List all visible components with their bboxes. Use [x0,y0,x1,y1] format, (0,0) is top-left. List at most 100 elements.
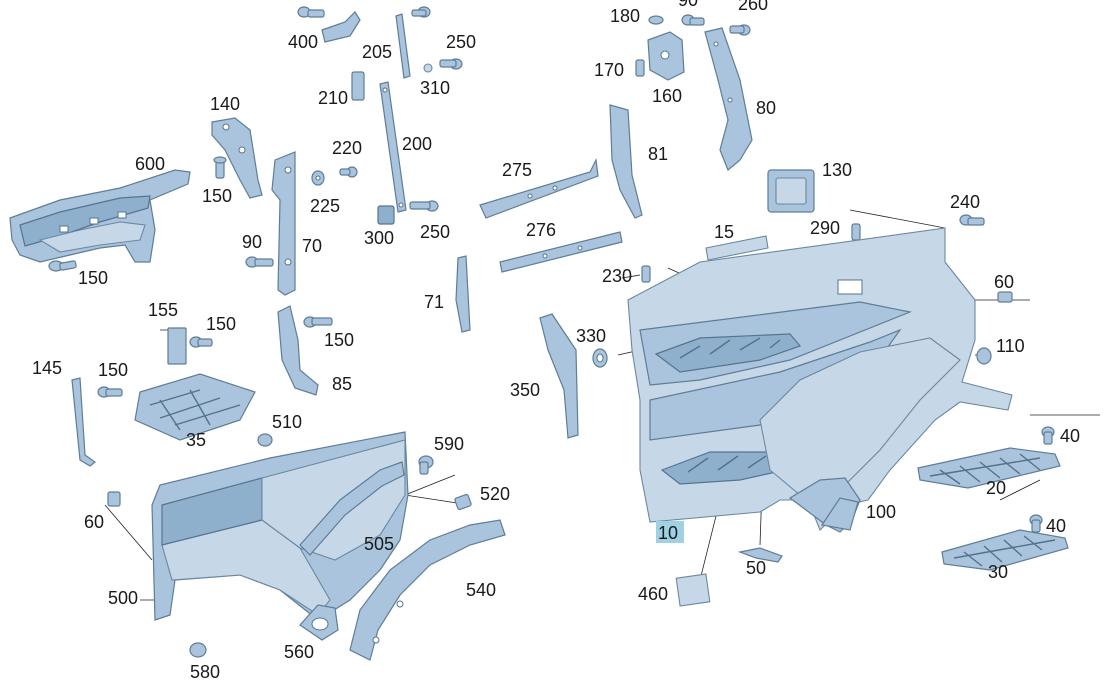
label: 300 [364,228,394,248]
label: 225 [310,196,340,216]
bolt-150-c [189,336,213,348]
part-460-label [675,573,711,607]
highlight-box [656,521,684,543]
part-300-nut [377,205,395,225]
label: 250 [420,222,450,242]
label: 85 [332,374,352,394]
part-90-bolt [681,14,705,26]
part-70-strut [271,151,296,296]
label: 150 [78,268,108,288]
label: 500 [108,588,138,608]
part-230-clip [641,265,651,283]
part-20-step [917,447,1061,489]
label: 230 [602,266,632,286]
label: 400 [288,32,318,52]
label: 520 [480,484,510,504]
bolt-150-e [97,386,123,398]
part-140-bracket [211,117,263,199]
label: 20 [986,478,1006,498]
label: 150 [206,314,236,334]
part-250-bolt [423,58,463,73]
label: 110 [996,336,1025,356]
label: 71 [424,292,444,312]
part-85-bracket [277,305,319,396]
part-110-plug [976,347,992,365]
label: 540 [466,580,496,600]
label: 35 [186,430,206,450]
part-205-strip [395,6,431,79]
label: 290 [810,218,840,238]
part-290-clip [851,223,861,241]
part-130-handle [767,169,815,213]
label-highlighted: 10 [658,523,678,543]
label: 180 [610,6,640,26]
label: 170 [594,60,624,80]
part-30-step [941,529,1069,571]
label: 260 [738,0,768,14]
label: 460 [638,584,668,604]
part-590-clip [418,455,434,475]
part-35-tray [134,373,256,441]
label: 90 [242,232,262,252]
label: 145 [32,358,62,378]
label: 330 [576,326,606,346]
label: 590 [434,434,464,454]
part-170-bolt [635,59,645,77]
part-40-clip-a [1041,426,1055,445]
label: 505 [364,534,394,554]
label: 60 [84,512,104,532]
label: 15 [714,222,734,242]
label: 100 [866,502,896,522]
part-500-panel [151,431,409,621]
label: 220 [332,138,362,158]
label: 276 [526,220,556,240]
labels: 90 180 260 400 205 250 170 160 310 140 2… [32,0,1080,682]
part-60-clip-right [997,291,1013,303]
label: 510 [272,412,302,432]
part-330-ring [592,348,608,368]
part-276-bar [499,231,623,273]
label: 50 [746,558,766,578]
label: 560 [284,642,314,662]
part-540-flare [349,519,506,661]
label: 150 [98,360,128,380]
label: 140 [210,94,240,114]
label: 205 [362,42,392,62]
label: 90 [678,0,698,10]
part-240-bolt [959,214,985,226]
bolt-150-d [303,316,333,328]
label: 150 [324,330,354,350]
part-350-bracket [539,313,579,439]
label: 60 [994,272,1014,292]
label: 30 [988,562,1008,582]
part-580-plug [189,642,207,658]
part-15-strip [705,235,769,261]
part-250b-bolt [409,200,439,212]
part-600-frame [9,169,191,263]
part-520-clip [454,493,472,511]
label: 70 [302,236,322,256]
label: 250 [446,32,476,52]
part-155-plate [167,327,187,365]
part-160-hinge [647,31,685,81]
label: 81 [648,144,668,164]
part-40-clip-b [1029,514,1043,533]
part-71-bracket [455,255,471,333]
label: 200 [402,134,432,154]
label: 600 [135,154,165,174]
part-180-washer [648,15,664,25]
label: 580 [190,662,220,682]
part-50-clip [737,547,783,563]
label: 80 [756,98,776,118]
label: 40 [1060,426,1080,446]
part-80-bracket [704,27,753,171]
part-260-bolt [729,24,751,36]
label: 310 [420,78,450,98]
part-10-side-panel [627,227,1013,531]
label: 40 [1046,516,1066,536]
bolt-150-b [213,156,227,179]
label: 130 [822,160,852,180]
label: 160 [652,86,682,106]
part-200-rod [379,81,407,213]
